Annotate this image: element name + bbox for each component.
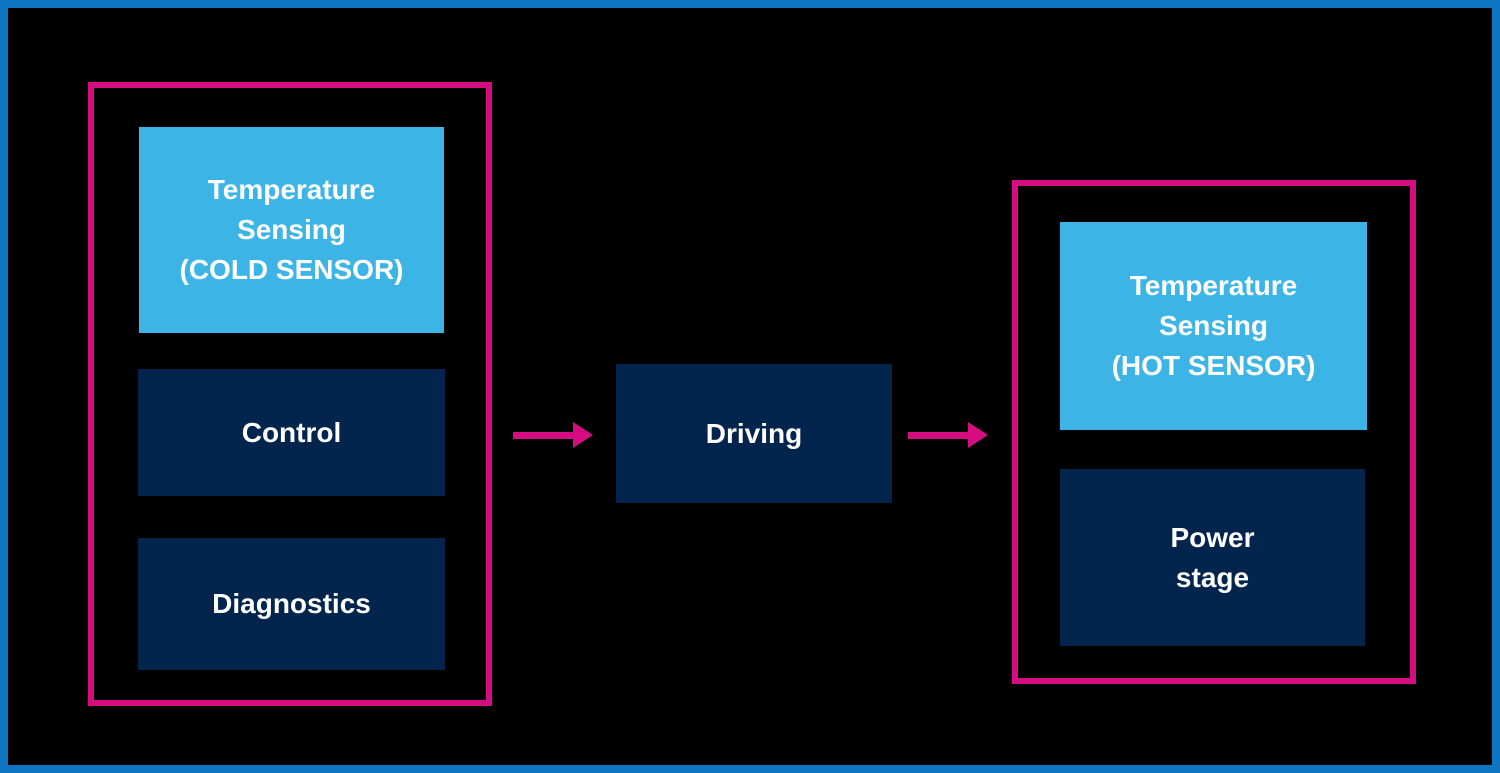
block-power-stage: Power stage	[1060, 469, 1365, 646]
arrow-right-icon	[513, 422, 593, 448]
arrow-head	[968, 422, 988, 448]
arrow-shaft	[908, 431, 968, 439]
block-label: Temperature Sensing (HOT SENSOR)	[1111, 270, 1316, 381]
block-label: Driving	[705, 417, 803, 449]
arrow-shaft	[513, 431, 573, 439]
block-control: Control	[138, 369, 445, 496]
block-label: Diagnostics	[212, 588, 371, 619]
block-label: Temperature Sensing (COLD SENSOR)	[179, 174, 404, 285]
arrow-head	[573, 422, 593, 448]
block-driving: Driving	[616, 364, 892, 503]
arrow-right-icon	[908, 422, 988, 448]
block-diagnostics: Diagnostics	[138, 538, 445, 670]
cold-side-group: Temperature Sensing (COLD SENSOR) Contro…	[88, 82, 492, 706]
block-temperature-sensing-hot: Temperature Sensing (HOT SENSOR)	[1060, 222, 1367, 430]
block-label: Power stage	[1170, 521, 1255, 593]
hot-side-group: Temperature Sensing (HOT SENSOR) Power s…	[1012, 180, 1416, 684]
block-temperature-sensing-cold: Temperature Sensing (COLD SENSOR)	[139, 127, 444, 333]
block-label: Control	[241, 416, 342, 448]
